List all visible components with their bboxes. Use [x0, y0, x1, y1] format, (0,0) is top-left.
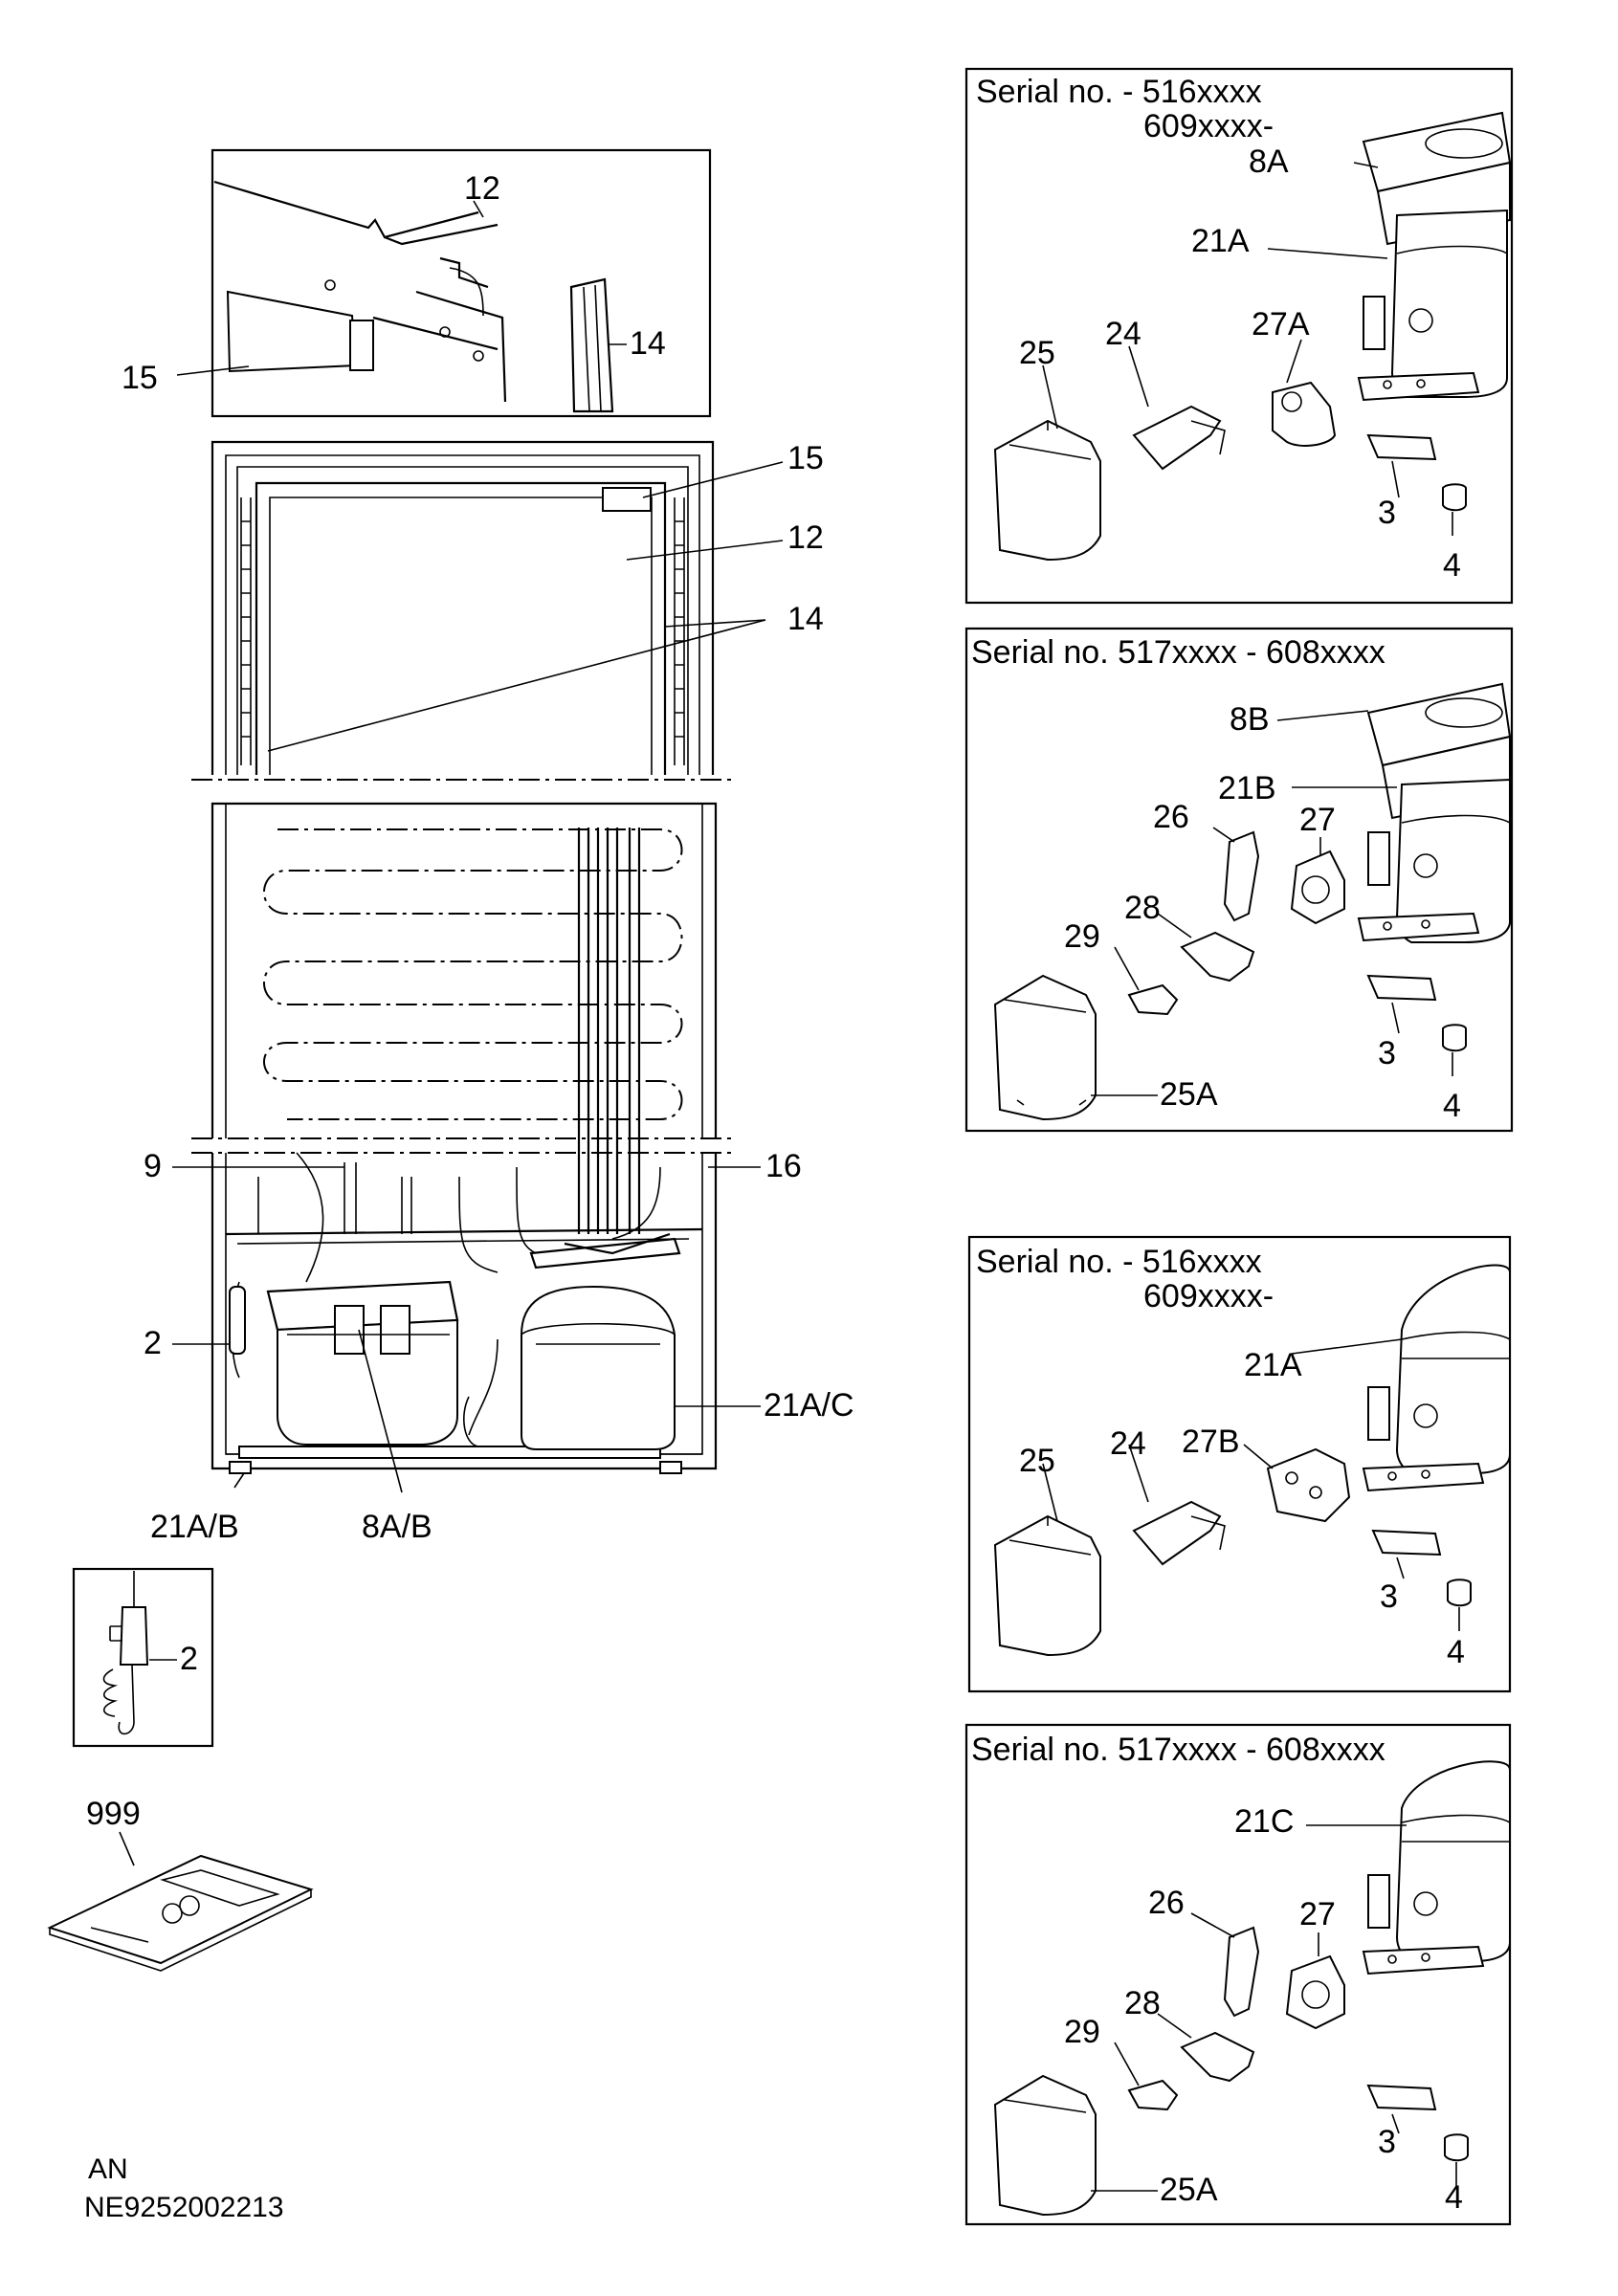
sensor-label-2: 2: [180, 1641, 198, 1677]
serial-panel-1: Serial no. - 516xxxx 609xxxx- 8A 21A 25 …: [964, 67, 1514, 605]
panel-2-header-line-1: Serial no. 517xxxx - 608xxxx: [971, 634, 1385, 671]
panel-1-label-24: 24: [1105, 316, 1141, 352]
panel-1-label-25: 25: [1019, 335, 1055, 371]
lower-label-21ab: 21A/B: [150, 1509, 239, 1545]
panel-3-label-4: 4: [1447, 1634, 1465, 1670]
panel-3-header-line-2: 609xxxx-: [1143, 1278, 1274, 1314]
serial-panel-3: Serial no. - 516xxxx 609xxxx- 21A 25 24 …: [967, 1235, 1512, 1693]
panel-2-label-28: 28: [1124, 890, 1161, 926]
door-label-14: 14: [787, 601, 824, 637]
panel-4-label-29: 29: [1064, 2014, 1100, 2050]
panel-1-label-8a: 8A: [1249, 144, 1289, 180]
manual-label-999: 999: [86, 1796, 141, 1832]
evaporator-panel: [191, 802, 732, 1234]
compressor-area: 9 16 2 21A/C 21A/B 8A/B: [144, 1148, 854, 1545]
panel-2-label-27: 27: [1299, 802, 1336, 838]
panel-2-label-8b: 8B: [1230, 701, 1270, 738]
lower-label-16: 16: [765, 1148, 802, 1184]
panel-2-label-29: 29: [1064, 918, 1100, 955]
serial-panel-4: Serial no. 517xxxx - 608xxxx 21C 26 27 2…: [964, 1723, 1512, 2226]
manual-book: 999: [47, 1796, 314, 1972]
panel-1-label-4: 4: [1443, 547, 1461, 584]
panel-3-label-25: 25: [1019, 1443, 1055, 1479]
top-detail-label-15: 15: [122, 360, 158, 396]
panel-4-label-3: 3: [1378, 2124, 1396, 2160]
panel-2-label-4: 4: [1443, 1088, 1461, 1124]
panel-4-label-4: 4: [1445, 2179, 1463, 2216]
panel-3-label-21a: 21A: [1244, 1347, 1302, 1383]
door-liner: 15 12 14: [191, 440, 824, 781]
lower-label-21ac: 21A/C: [764, 1387, 854, 1424]
door-label-15: 15: [787, 440, 824, 476]
panel-4-label-27: 27: [1299, 1896, 1336, 1932]
lower-label-8ab: 8A/B: [362, 1509, 432, 1545]
panel-3-header-line-1: Serial no. - 516xxxx: [976, 1244, 1262, 1280]
sensor-box: 2: [72, 1567, 214, 1748]
panel-4-label-21c: 21C: [1234, 1803, 1294, 1840]
panel-2-label-26: 26: [1153, 799, 1189, 835]
panel-2-label-3: 3: [1378, 1035, 1396, 1071]
panel-3-label-27b: 27B: [1182, 1424, 1240, 1460]
footer-code-an: AN: [88, 2153, 128, 2185]
panel-3-label-24: 24: [1110, 1425, 1146, 1462]
footer-code-number: NE9252002213: [84, 2192, 284, 2223]
top-detail-label-12: 12: [464, 170, 500, 207]
panel-4-label-28: 28: [1124, 1985, 1161, 2021]
panel-2-label-21b: 21B: [1218, 770, 1276, 806]
top-detail-label-14: 14: [630, 325, 666, 362]
panel-3-label-3: 3: [1380, 1578, 1398, 1615]
panel-4-label-26: 26: [1148, 1885, 1185, 1921]
top-detail-box: 12 14 15: [122, 148, 712, 418]
door-label-12: 12: [787, 519, 824, 556]
panel-4-label-25a: 25A: [1160, 2172, 1218, 2208]
lower-label-2: 2: [144, 1325, 162, 1361]
panel-1-label-3: 3: [1378, 495, 1396, 531]
panel-4-header-line-1: Serial no. 517xxxx - 608xxxx: [971, 1732, 1385, 1768]
serial-panel-2: Serial no. 517xxxx - 608xxxx 8B 21B 26: [964, 627, 1514, 1133]
panel-1-label-27a: 27A: [1252, 306, 1310, 342]
panel-2-label-25a: 25A: [1160, 1076, 1218, 1113]
panel-1-header-line-1: Serial no. - 516xxxx: [976, 74, 1262, 110]
panel-1-label-21a: 21A: [1191, 223, 1250, 259]
lower-label-9: 9: [144, 1148, 162, 1184]
panel-1-header-line-2: 609xxxx-: [1143, 108, 1274, 144]
